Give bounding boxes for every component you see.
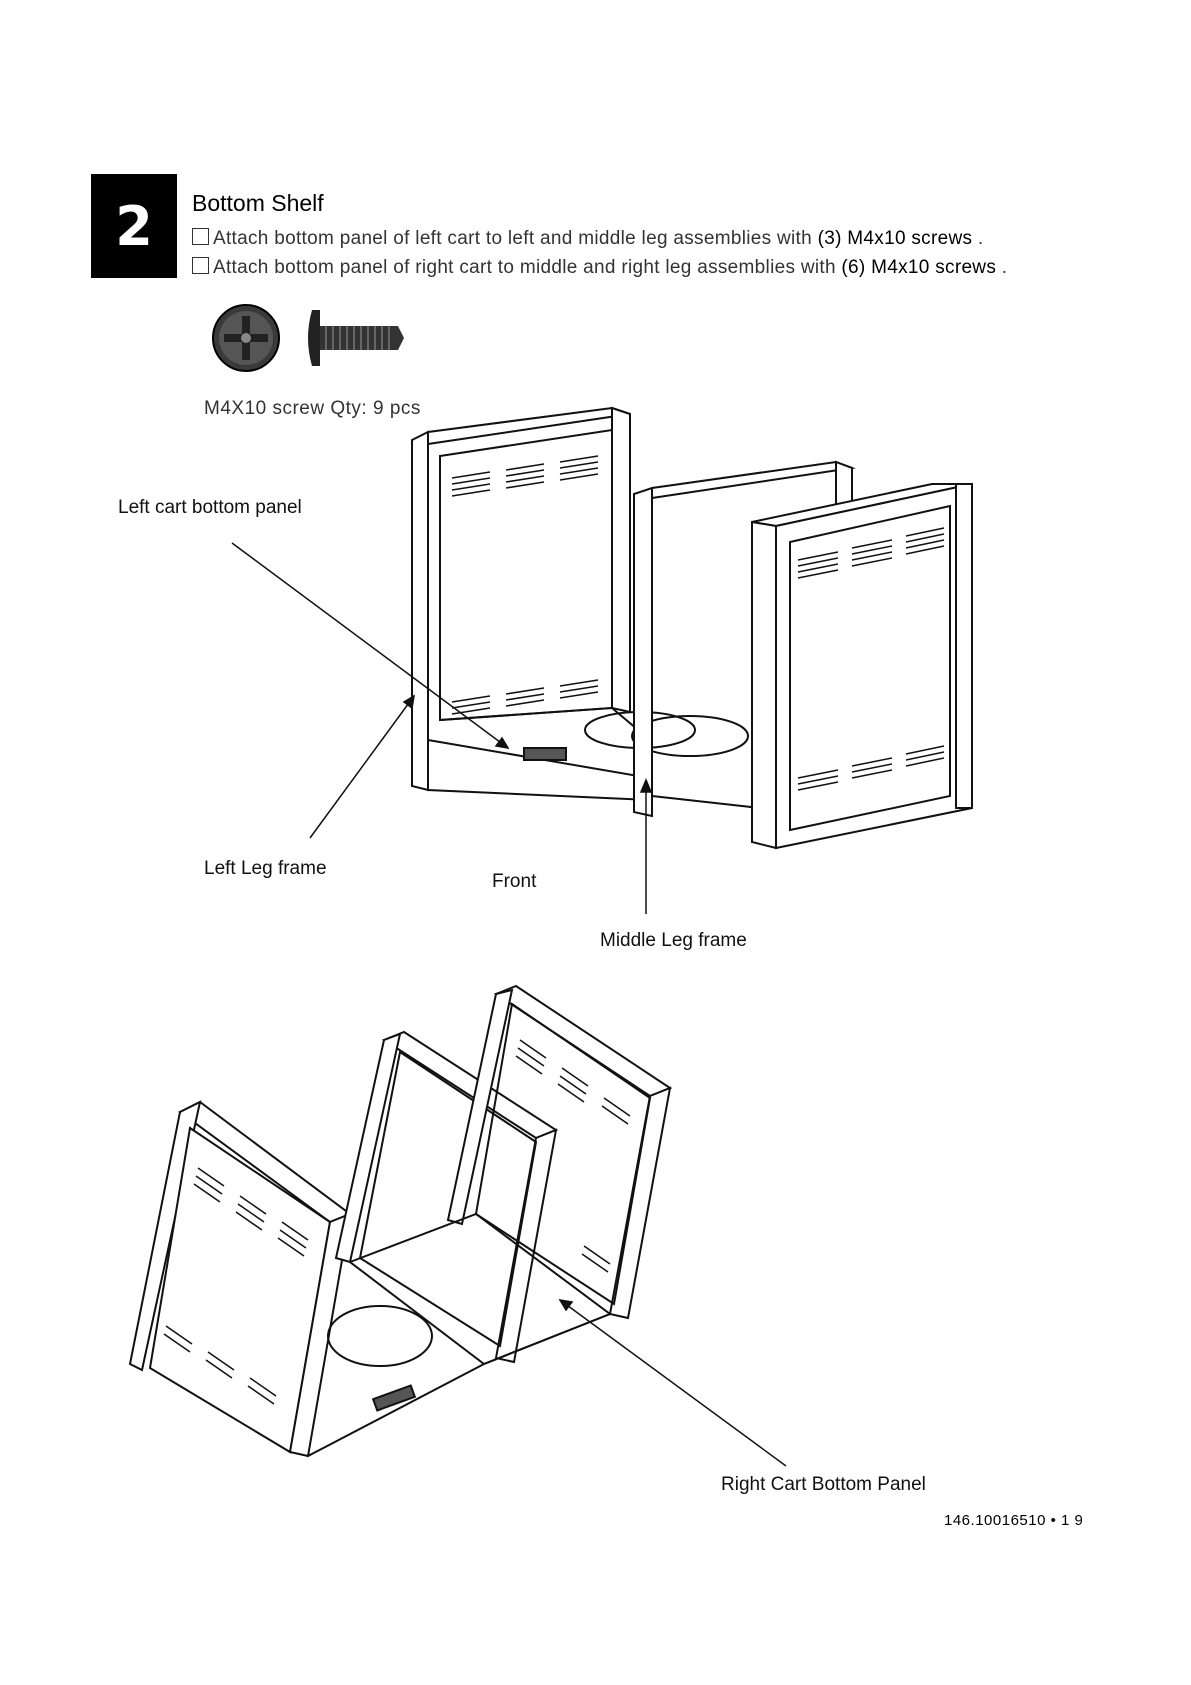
screw-side-icon xyxy=(308,310,404,366)
top-assembly-drawing xyxy=(411,406,973,850)
instruction-1-qty: (3) M4x10 screws xyxy=(817,228,973,249)
instruction-1: Attach bottom panel of left cart to left… xyxy=(192,228,983,250)
label-right-cart-bottom-panel: Right Cart Bottom Panel xyxy=(721,1474,926,1495)
bottom-assembly-drawing xyxy=(128,984,673,1458)
page-number: 146.10016510 • 1 9 xyxy=(944,1512,1084,1529)
label-left-leg-frame: Left Leg frame xyxy=(204,858,327,879)
screw-head-icon xyxy=(212,304,280,372)
step-number-badge: 2 xyxy=(91,174,177,278)
checkbox-icon xyxy=(192,257,209,274)
instruction-2: Attach bottom panel of right cart to mid… xyxy=(192,257,1007,279)
callout-line-bottom xyxy=(558,1298,787,1467)
callout-lines-top xyxy=(231,542,653,914)
checkbox-icon xyxy=(192,228,209,245)
hardware-label: M4X10 screw Qty: 9 pcs xyxy=(204,398,421,419)
step-title: Bottom Shelf xyxy=(192,190,324,216)
label-left-cart-bottom-panel: Left cart bottom panel xyxy=(118,497,302,518)
instruction-2-qty: (6) M4x10 screws xyxy=(841,257,997,278)
label-front: Front xyxy=(492,871,537,892)
step-number: 2 xyxy=(115,194,153,258)
label-middle-leg-frame: Middle Leg frame xyxy=(600,930,747,951)
